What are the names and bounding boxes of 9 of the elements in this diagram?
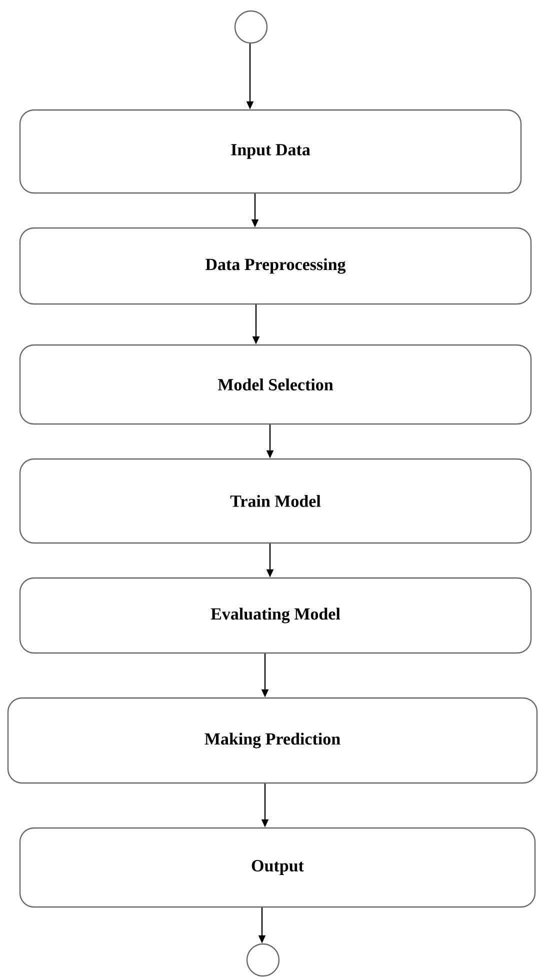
process-box: Input Data <box>19 109 522 194</box>
process-box: Data Preprocessing <box>19 227 532 305</box>
terminal-circle <box>234 10 268 44</box>
process-box: Output <box>19 827 536 908</box>
process-box: Evaluating Model <box>19 577 532 654</box>
process-box: Train Model <box>19 458 532 544</box>
terminal-circle <box>246 943 280 977</box>
process-box: Model Selection <box>19 344 532 425</box>
process-box: Making Prediction <box>7 697 538 784</box>
